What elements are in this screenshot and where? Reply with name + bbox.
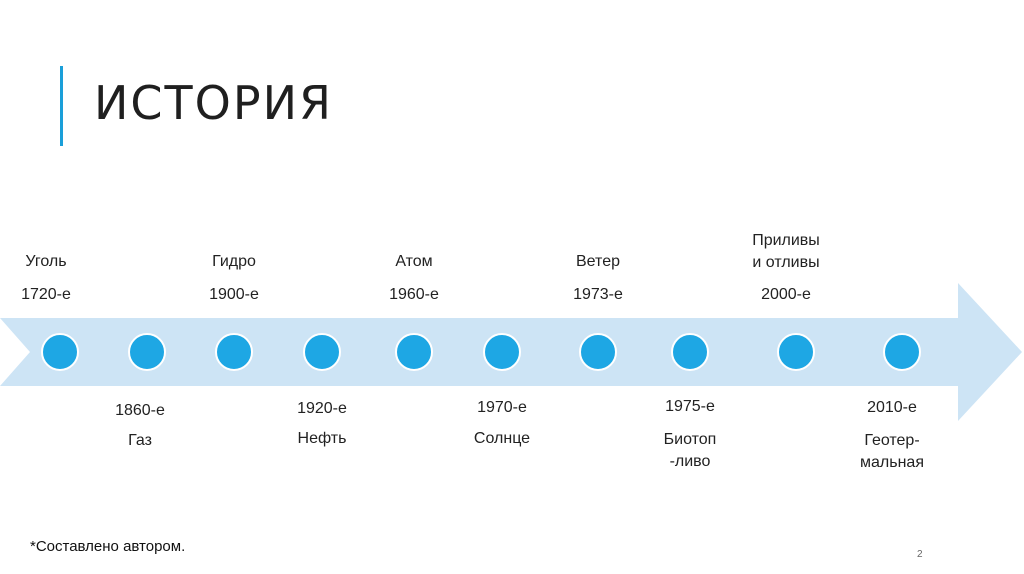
slide-title: ИСТОРИЯ — [94, 76, 333, 130]
timeline-node — [395, 333, 433, 371]
event-label-name: Уголь — [25, 253, 67, 270]
event-label-year: 2000-е — [761, 286, 811, 303]
timeline-node — [303, 333, 341, 371]
event-label-year: 1920-е — [297, 400, 347, 417]
event-label-name: Атом — [395, 253, 433, 270]
event-label-year: 2010-е — [867, 399, 917, 416]
event-label-year: 1960-е — [389, 286, 439, 303]
event-label-name: Геотер- мальная — [860, 432, 924, 471]
timeline-node — [483, 333, 521, 371]
timeline-node — [128, 333, 166, 371]
event-label-year: 1973-е — [573, 286, 623, 303]
event-label-year: 1975-е — [665, 398, 715, 415]
event-label-year: 1970-е — [477, 399, 527, 416]
timeline-node — [777, 333, 815, 371]
event-label-year: 1860-е — [115, 402, 165, 419]
title-accent-bar — [60, 66, 63, 146]
timeline-node — [215, 333, 253, 371]
event-label-name: Солнце — [473, 430, 531, 447]
timeline-node — [883, 333, 921, 371]
event-label-year: 1900-е — [209, 286, 259, 303]
event-label-name: Ветер — [576, 253, 620, 270]
event-label-year: 1720-е — [21, 286, 71, 303]
page-number: 2 — [917, 549, 923, 560]
event-label-name: Гидро — [212, 253, 256, 270]
event-label-name: Нефть — [297, 430, 347, 447]
event-label-name: Биотоп -ливо — [663, 431, 717, 470]
event-label-name: Газ — [128, 432, 152, 449]
footnote: *Составлено автором. — [30, 538, 186, 555]
timeline-node — [671, 333, 709, 371]
event-label-name: Приливы и отливы — [752, 232, 820, 271]
timeline-node — [579, 333, 617, 371]
timeline-node — [41, 333, 79, 371]
timeline-nodes — [41, 333, 921, 371]
